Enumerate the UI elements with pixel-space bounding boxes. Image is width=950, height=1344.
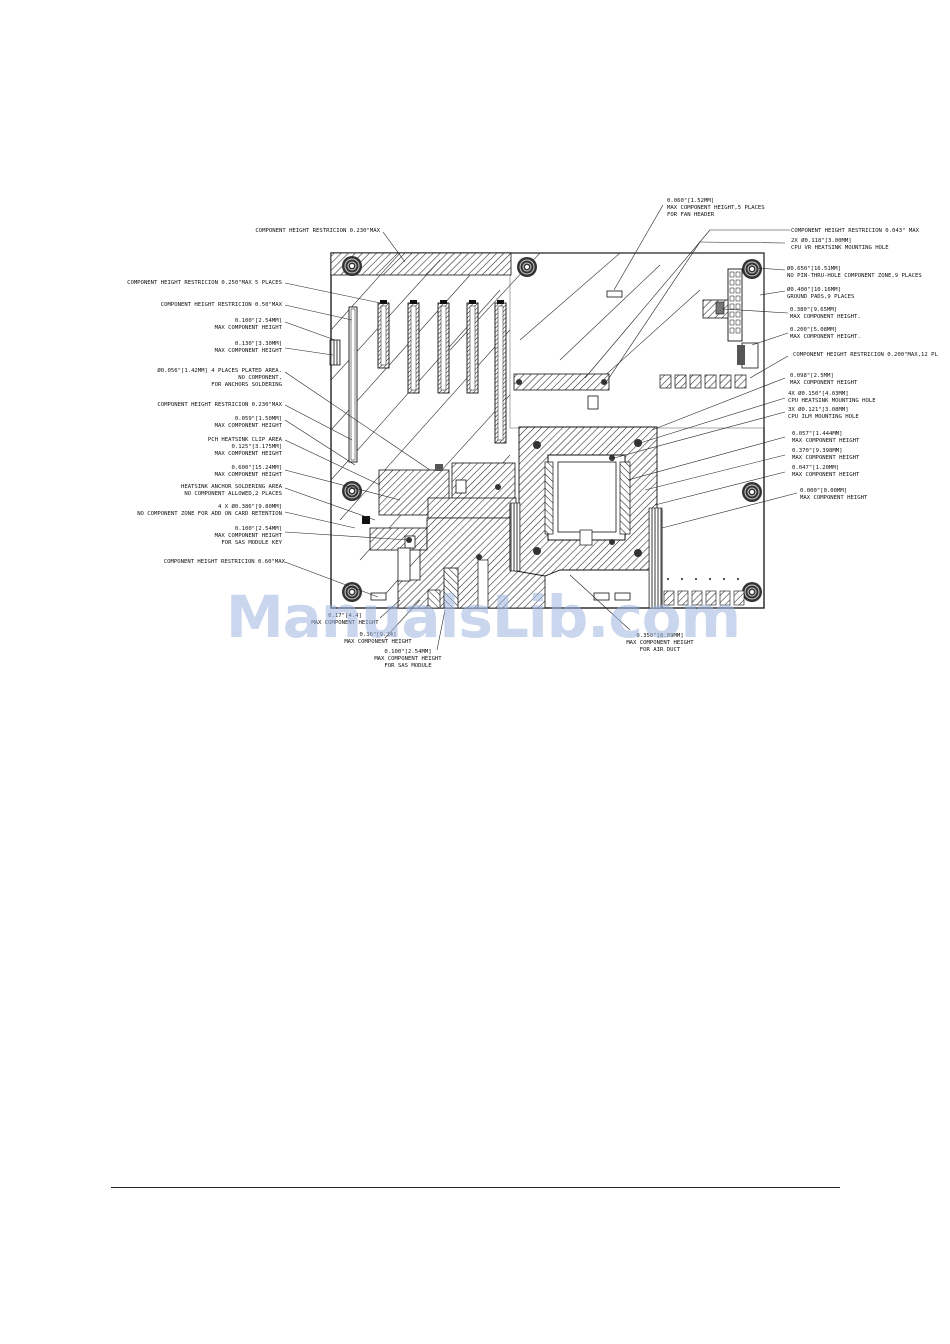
label-left-6: COMPONENT HEIGHT RESTRICION 0.230"MAX — [157, 402, 282, 408]
fan-header-top — [606, 290, 623, 298]
label-right-13: 0.047"[1.20MM]MAX COMPONENT HEIGHT — [792, 465, 860, 478]
label-right-11: 0.057"[1.444MM]MAX COMPONENT HEIGHT — [792, 431, 860, 444]
label-bottom-0: 0.17"[4.4]MAX COMPONENT HEIGHT — [311, 613, 379, 626]
label-left-13: COMPONENT HEIGHT RESTRICION 0.60"MAX — [164, 559, 286, 565]
label-right-0: 0.060"[1.52MM]MAX COMPONENT HEIGHT,5 PLA… — [667, 198, 765, 218]
bottom-annotation-labels: 0.17"[4.4]MAX COMPONENT HEIGHT 0.36"[9.1… — [311, 613, 694, 669]
pch-heatsink-region — [378, 462, 517, 519]
top-keepout-strip — [330, 252, 512, 276]
label-left-0: COMPONENT HEIGHT RESTRICION 0.230"MAX — [255, 228, 380, 234]
label-right-5: 0.380"[9.65MM]MAX COMPONENT HEIGHT. — [790, 307, 861, 320]
bottom-connectors — [593, 578, 745, 606]
label-right-14: 0.000"[0.00MM]MAX COMPONENT HEIGHT — [800, 488, 868, 501]
cpu-vr-heatsink-zone — [513, 373, 610, 391]
label-left-2: COMPONENT HEIGHT RESTRICION 0.50"MAX — [161, 302, 283, 308]
label-right-12: 0.370"[9.398MM]MAX COMPONENT HEIGHT — [792, 448, 860, 461]
label-left-5: Ø0.056"[1.42MM] 4 PLACES PLATED AREA.NO … — [157, 367, 282, 388]
label-right-2: 2X Ø0.118"[3.00MM]CPU VR HEATSINK MOUNTI… — [791, 237, 889, 251]
label-right-1: COMPONENT HEIGHT RESTRICION 0.043" MAX — [791, 228, 920, 234]
label-left-7: 0.059"[1.50MM]MAX COMPONENT HEIGHT — [215, 416, 283, 429]
label-left-11: 4 X Ø0.386"[9.80MM]NO COMPONENT ZONE FOR… — [137, 503, 282, 517]
watermark: ManualsLib.com — [226, 583, 740, 651]
label-right-7: COMPONENT HEIGHT RESTRICION 0.200"MAX,12… — [793, 352, 938, 358]
label-right-8: 0.098"[2.5MM]MAX COMPONENT HEIGHT — [790, 373, 858, 386]
dimm-area-squares — [659, 374, 747, 389]
lower-left-keepout — [362, 516, 546, 609]
pcie-slots — [348, 300, 507, 463]
label-right-6: 0.200"[5.08MM]MAX COMPONENT HEIGHT. — [790, 327, 861, 340]
footer-rule — [111, 1187, 840, 1188]
label-right-3: Ø0.650"[16.51MM]NO PIN-THRU-HOLE COMPONE… — [787, 265, 922, 279]
right-annotation-labels: 0.060"[1.52MM]MAX COMPONENT HEIGHT,5 PLA… — [667, 198, 938, 501]
cpu-socket-keepout — [509, 426, 663, 609]
label-right-9: 4X Ø0.150"[4.03MM]CPU HEATSINK MOUNTING … — [788, 390, 876, 404]
mounting-holes — [342, 256, 762, 608]
label-left-9: 0.600"[15.24MM]MAX COMPONENT HEIGHT — [215, 465, 283, 478]
label-bottom-1: 0.36"[9.14]MAX COMPONENT HEIGHT — [344, 632, 412, 645]
left-annotation-labels: COMPONENT HEIGHT RESTRICION 0.230"MAX CO… — [127, 228, 381, 565]
power-connector — [702, 268, 759, 369]
label-left-1: COMPONENT HEIGHT RESTRICION 0.250"MAX 5 … — [127, 280, 282, 286]
label-right-4: Ø0.400"[10.16MM]GROUND PADS,9 PLACES — [787, 286, 854, 300]
leader-lines — [284, 204, 798, 651]
label-right-10: 3X Ø0.121"[3.08MM]CPU ILM MOUNTING HOLE — [788, 406, 859, 420]
front-panel-header — [329, 339, 341, 366]
label-left-4: 0.130"[3.30MM]MAX COMPONENT HEIGHT — [215, 341, 283, 354]
label-left-3: 0.100"[2.54MM]MAX COMPONENT HEIGHT — [215, 318, 283, 331]
